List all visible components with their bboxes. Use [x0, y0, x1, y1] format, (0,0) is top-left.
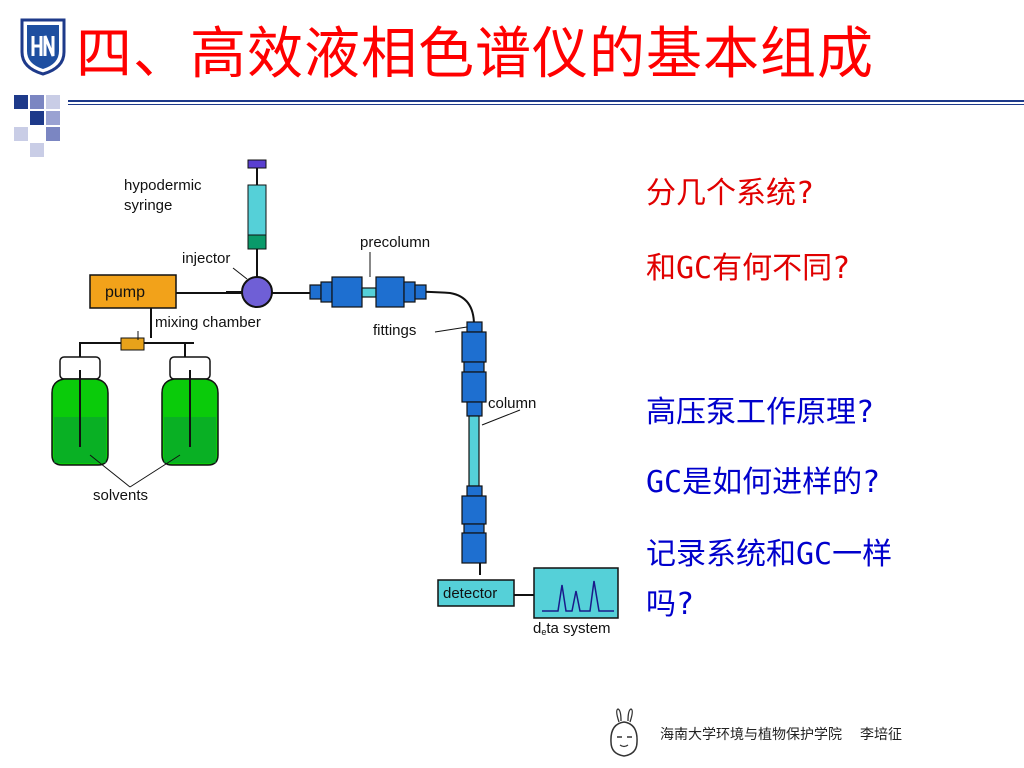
fittings-label: fittings: [373, 322, 416, 339]
injector: [241, 276, 273, 308]
footer-author: 李培征: [860, 727, 902, 743]
precolumn-label: precolumn: [360, 234, 430, 251]
pump-box: [89, 274, 177, 309]
hplc-diagram: hypodermic syringe injector precolumn pu…: [51, 159, 619, 637]
detector-box: [437, 579, 515, 607]
data-system-label-rest: ta system: [546, 620, 610, 637]
detector-label: detector: [443, 585, 497, 602]
question-item: 记录系统和GC一样: [646, 537, 893, 572]
data-system: [533, 567, 619, 619]
title-underline-thin: [68, 104, 1024, 105]
slide-title: 四、高效液相色谱仪的基本组成: [76, 22, 874, 87]
hypodermic-label: hypodermic: [124, 177, 202, 194]
syringe-label: syringe: [124, 197, 172, 214]
question-item: 吗?: [646, 587, 695, 622]
footer-institution: 海南大学环境与植物保护学院: [660, 727, 842, 743]
title-underline: [68, 100, 1024, 102]
footer: 海南大学环境与植物保护学院 李培征: [660, 724, 902, 744]
question-item: 和GC有何不同?: [646, 251, 851, 286]
precolumn-assembly: [309, 276, 427, 308]
column-assembly: [461, 321, 487, 564]
syringe: [247, 159, 267, 277]
data-system-label-d: d: [533, 620, 541, 637]
injector-label: injector: [182, 250, 230, 267]
university-logo-icon: [20, 18, 66, 76]
mixing-chamber: [120, 337, 145, 351]
leader-lines: [89, 252, 521, 488]
data-system-label: deta system: [533, 620, 611, 637]
data-system-label-e: e: [541, 627, 546, 637]
pump-label: pump: [105, 284, 145, 301]
bunny-mascot-icon: [610, 708, 638, 757]
solvent-bottle-left: [51, 356, 109, 466]
corner-decoration: [14, 95, 60, 157]
mixing-chamber-label: mixing chamber: [155, 314, 261, 331]
question-item: 高压泵工作原理?: [646, 395, 875, 430]
solvents-label: solvents: [93, 487, 148, 504]
solvent-bottle-right: [161, 356, 219, 466]
question-item: 分几个系统?: [646, 176, 815, 211]
question-item: GC是如何进样的?: [646, 465, 881, 500]
column-label: column: [488, 395, 536, 412]
